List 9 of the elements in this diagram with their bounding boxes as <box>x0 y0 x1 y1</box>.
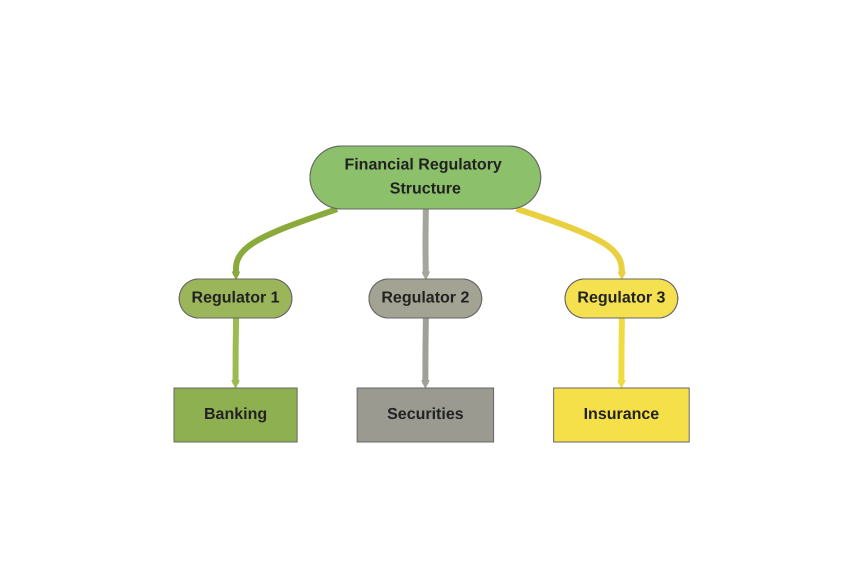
arrow <box>232 318 240 388</box>
arrow <box>617 318 626 388</box>
arrow <box>232 206 338 280</box>
node-box: Insurance <box>554 388 690 442</box>
arrow <box>516 206 627 280</box>
node-box: Securities <box>357 388 494 442</box>
node-box: Banking <box>174 388 298 442</box>
arrow <box>421 318 430 388</box>
arrow <box>422 209 431 280</box>
